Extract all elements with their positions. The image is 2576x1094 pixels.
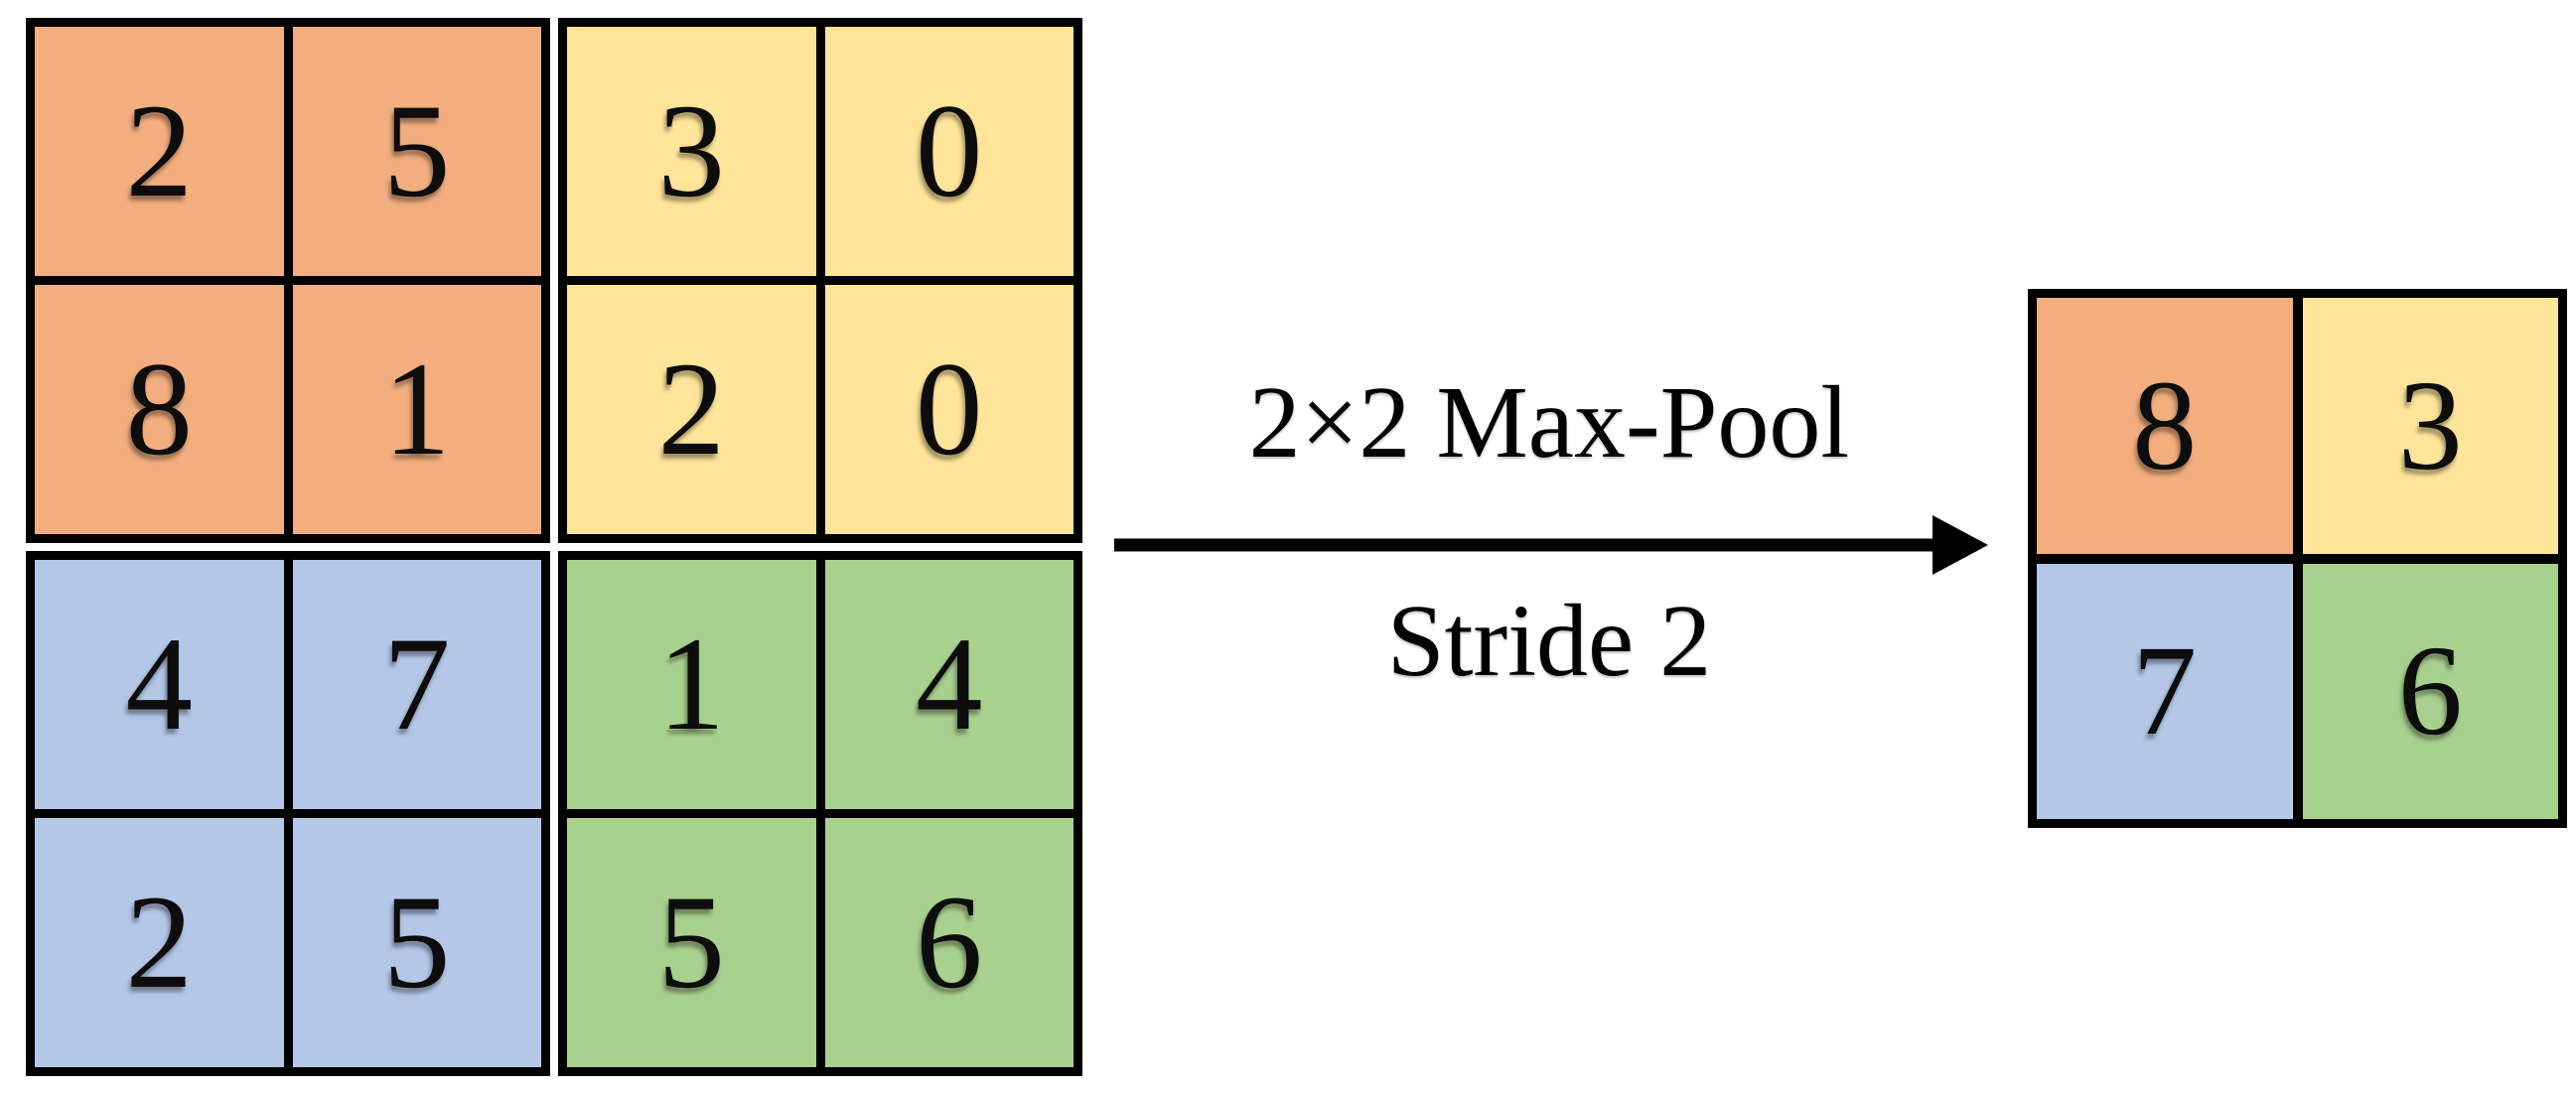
input-cell-r2c2: 1 — [567, 560, 816, 809]
stride-label: Stride 2 — [1386, 584, 1712, 698]
input-cell-r0c0: 2 — [35, 27, 284, 276]
quadrant-top-right: 3 0 2 0 — [558, 18, 1082, 543]
input-cell-r2c1: 7 — [292, 560, 541, 809]
input-cell-r1c2: 2 — [567, 285, 816, 534]
output-cell-top-right: 3 — [2302, 298, 2558, 554]
input-grid: 2 5 8 1 3 0 2 0 4 7 2 5 1 4 5 6 — [26, 18, 1082, 1076]
output-cell-top-left: 8 — [2037, 298, 2293, 554]
input-cell-r3c0: 2 — [35, 818, 284, 1067]
input-cell-r2c3: 4 — [824, 560, 1073, 809]
quadrant-bottom-right: 1 4 5 6 — [558, 551, 1082, 1076]
input-cell-r0c1: 5 — [292, 27, 541, 276]
arrow-right-icon — [1114, 515, 1988, 575]
output-cell-bottom-left: 7 — [2037, 563, 2293, 819]
input-cell-r0c2: 3 — [567, 27, 816, 276]
input-cell-r3c2: 5 — [567, 818, 816, 1067]
input-cell-r0c3: 0 — [824, 27, 1073, 276]
output-grid: 8 3 7 6 — [2028, 289, 2567, 828]
input-cell-r3c1: 5 — [292, 818, 541, 1067]
input-cell-r2c0: 4 — [35, 560, 284, 809]
input-cell-r1c3: 0 — [824, 285, 1073, 534]
quadrant-top-left: 2 5 8 1 — [26, 18, 550, 543]
input-cell-r1c0: 8 — [35, 285, 284, 534]
quadrant-bottom-left: 4 7 2 5 — [26, 551, 550, 1076]
input-cell-r3c3: 6 — [824, 818, 1073, 1067]
pool-kernel-label: 2×2 Max-Pool — [1248, 365, 1850, 479]
input-cell-r1c1: 1 — [292, 285, 541, 534]
output-cell-bottom-right: 6 — [2302, 563, 2558, 819]
